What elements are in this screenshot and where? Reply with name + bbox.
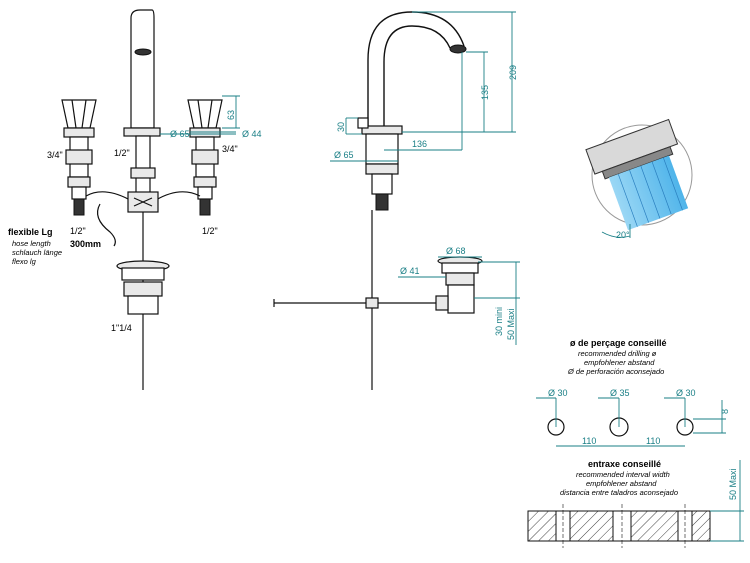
drill-offset: 8 — [720, 409, 730, 414]
label-half-inch-mid: 1/2" — [114, 148, 130, 158]
left-handle — [61, 99, 97, 216]
aerator-angle: 20° — [616, 230, 630, 240]
countertop-section — [527, 460, 744, 548]
label-thread-left: 3/4" — [47, 150, 63, 160]
side-spout-aerator — [449, 44, 467, 54]
dim-side-h209: 209 — [508, 65, 518, 80]
water-stream — [608, 155, 689, 231]
drill-spacing-right: 110 — [646, 436, 660, 446]
hose-length: 300mm — [70, 239, 101, 249]
drill-d-right: Ø 30 — [676, 388, 696, 398]
label-half-inch-right: 1/2" — [202, 226, 218, 236]
spacing-en: recommended interval width — [576, 470, 670, 479]
front-spout-base — [123, 127, 161, 137]
right-connector — [155, 191, 201, 201]
drill-d-left: Ø 30 — [548, 388, 568, 398]
aerator-detail — [585, 118, 693, 238]
side-spout-outer — [367, 11, 465, 128]
front-center-body — [135, 135, 151, 197]
drilling-de: empfohlener abstand — [584, 358, 655, 367]
side-body-nut — [365, 163, 399, 175]
dim-side-min30: 30 mini — [494, 307, 504, 336]
front-drain — [116, 260, 170, 315]
drill-d-mid: Ø 35 — [610, 388, 630, 398]
spacing-de: empfohlener abstand — [586, 479, 657, 488]
side-valve — [375, 193, 389, 211]
dim-front-d65: Ø 65 — [170, 129, 190, 139]
label-half-inch-left: 1/2" — [70, 226, 86, 236]
drill-spacing-left: 110 — [582, 436, 596, 446]
drilling-title: ø de perçage conseillé — [570, 338, 667, 348]
dim-side-h30: 30 — [336, 122, 346, 132]
front-spout — [130, 9, 155, 129]
dim-side-h135: 135 — [480, 85, 490, 100]
front-view — [61, 9, 240, 390]
spacing-title: entraxe conseillé — [588, 459, 661, 469]
side-dimension-lines — [330, 11, 520, 345]
label-thread-right: 3/4" — [222, 144, 238, 154]
side-view — [273, 11, 520, 390]
dim-side-d68: Ø 68 — [446, 246, 466, 256]
label-drain-thread: 1"1/4 — [111, 323, 132, 333]
drilling-en: recommended drilling ø — [578, 349, 657, 358]
dim-front-d44: Ø 44 — [242, 129, 262, 139]
hose-de: schlauch länge — [12, 248, 62, 257]
side-lift-rod-knob — [357, 117, 369, 129]
hose-title: flexible Lg — [8, 227, 53, 237]
front-center-nut — [130, 167, 156, 179]
spacing-max: 50 Maxi — [728, 468, 738, 500]
side-drain — [435, 256, 483, 314]
hose-es: flexo lg — [12, 257, 37, 266]
front-spout-outlet — [134, 48, 152, 56]
dim-side-d41: Ø 41 — [400, 266, 420, 276]
side-spout-inner — [383, 25, 451, 128]
hose-en: hose length — [12, 239, 51, 248]
dim-side-reach136: 136 — [412, 139, 427, 149]
front-dimension-lines — [160, 95, 240, 135]
drilling-es: Ø de perforación aconsejado — [567, 367, 664, 376]
flexible-hose — [97, 203, 116, 247]
dim-side-max50: 50 Maxi — [506, 308, 516, 340]
drilling-diagram — [536, 397, 726, 447]
dim-side-d65: Ø 65 — [334, 150, 354, 160]
left-connector — [85, 191, 131, 201]
side-body — [365, 133, 399, 165]
right-handle — [187, 99, 223, 216]
dim-front-h63: 63 — [226, 110, 236, 120]
side-body-lower — [371, 173, 393, 195]
spacing-es: distancia entre taladros aconsejado — [560, 488, 678, 497]
